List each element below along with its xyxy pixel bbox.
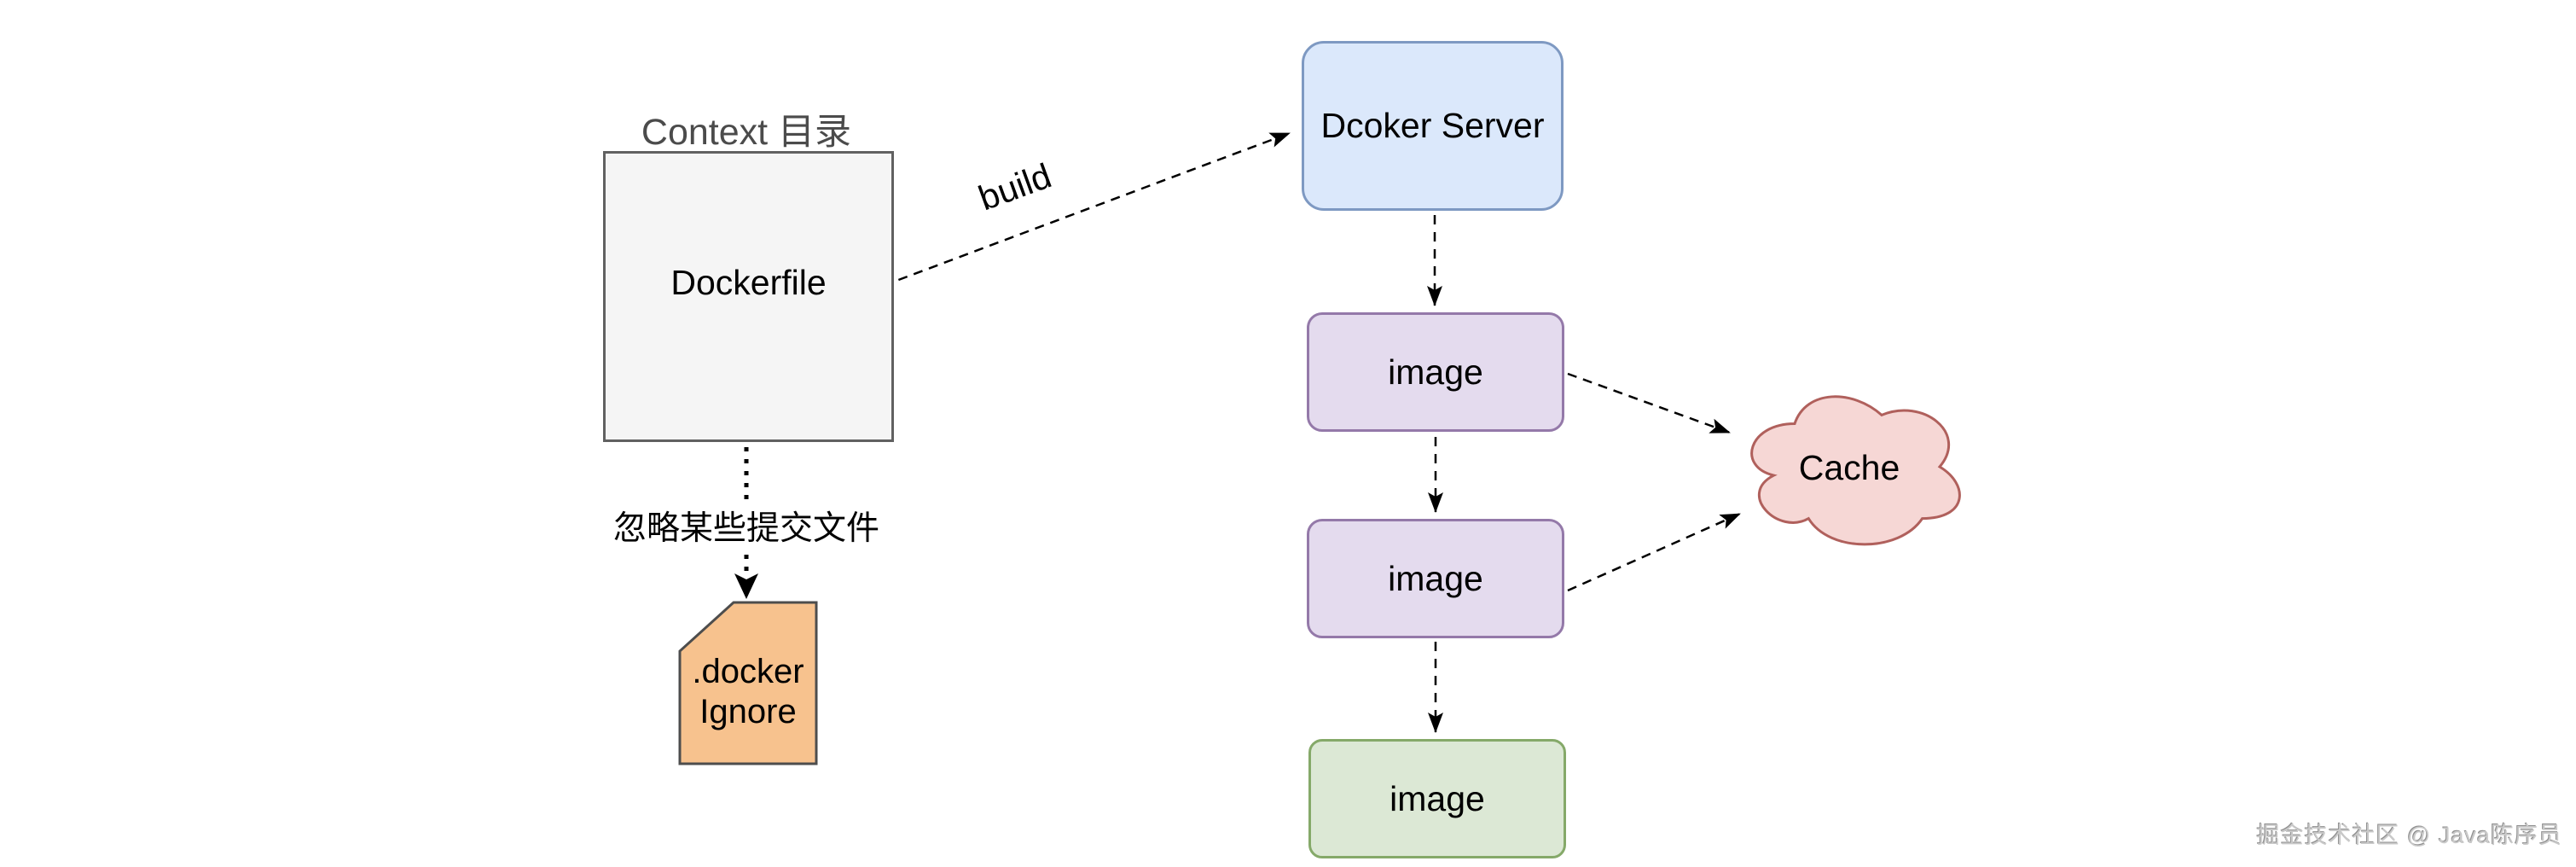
cache-node-label: Cache <box>1798 448 1900 487</box>
image-node-3: image <box>1308 739 1566 858</box>
dockerignore-label-line1: .docker <box>692 653 804 690</box>
image1-to-cache-arrow <box>1567 372 1731 434</box>
context-box-title: Context 目录 <box>641 112 852 153</box>
image-node-2: image <box>1307 519 1564 638</box>
dockerignore-node-label: .docker Ignore <box>680 652 816 732</box>
dockerignore-label-line2: Ignore <box>699 693 797 730</box>
cache-cloud-shape <box>1750 395 1961 546</box>
image-node-2-label: image <box>1388 558 1483 598</box>
watermark-text: 掘金技术社区 @ Java陈序员 <box>2256 823 2562 848</box>
build-arrow <box>852 131 1291 299</box>
image-node-1: image <box>1307 312 1564 432</box>
context-to-dockerignore-arrowhead <box>734 573 758 599</box>
docker-server-node: Dcoker Server <box>1302 41 1564 211</box>
context-box-node <box>603 151 894 442</box>
ignore-arrow-label: 忽略某些提交文件 <box>567 502 925 550</box>
image2-to-cache-arrow <box>1567 512 1741 592</box>
docker-server-label: Dcoker Server <box>1320 106 1545 145</box>
image-node-3-label: image <box>1390 778 1485 818</box>
dockerfile-node-label: Dockerfile <box>670 263 827 302</box>
dockerignore-shape <box>678 601 818 765</box>
image-node-1-label: image <box>1388 352 1483 392</box>
